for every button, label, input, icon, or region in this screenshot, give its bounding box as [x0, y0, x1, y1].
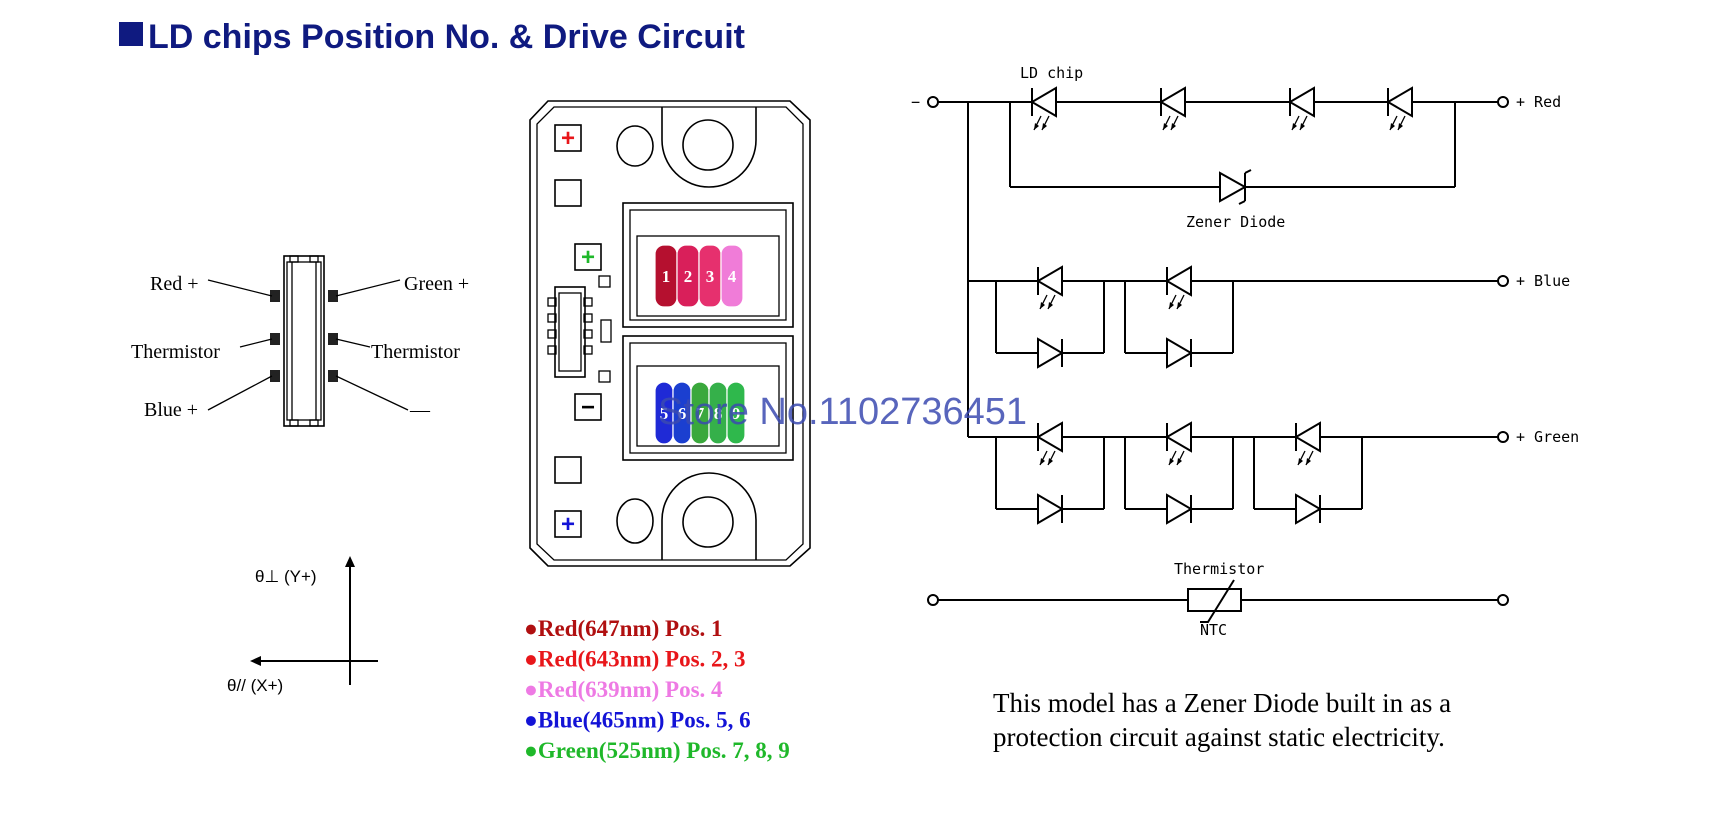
protection-diode-symbol: [1037, 493, 1064, 525]
ld-chip-number: 2: [684, 267, 693, 286]
label-red-plus: Red +: [150, 273, 199, 295]
title-bullet-square: [119, 22, 143, 46]
legend-item: ●Blue(465nm) Pos. 5, 6: [524, 708, 751, 733]
ld-chip-symbol: [1036, 421, 1063, 466]
ld-chip-4: 4: [720, 244, 744, 308]
green-terminal-label: + Green: [1516, 428, 1579, 446]
ld-chip-number: 9: [732, 404, 741, 423]
note-line-2: protection circuit against static electr…: [993, 722, 1445, 752]
minus-text: −: [581, 394, 595, 421]
side-view-package: [207, 255, 409, 427]
ld-chip-symbol: [1159, 86, 1186, 131]
ld-chip-symbol: [1386, 86, 1413, 131]
red-terminal-label: + Red: [1516, 93, 1561, 111]
ld-chip-7: 7: [690, 381, 710, 445]
thermistor-label: Thermistor: [1174, 560, 1264, 578]
label-blue-plus: Blue +: [144, 399, 198, 421]
ld-chip-1: 1: [654, 244, 678, 308]
plus-red-text: +: [561, 125, 575, 152]
wavelength-legend: ●Red(647nm) Pos. 1 ●Red(643nm) Pos. 2, 3 ●…: [524, 616, 790, 763]
protection-diode-symbol: [1166, 493, 1193, 525]
store-watermark: Store No.1102736451: [658, 391, 1027, 433]
label-thermistor-left: Thermistor: [131, 341, 220, 363]
ld-chip-symbol: [1165, 421, 1192, 466]
ld-chip-number: 6: [678, 404, 687, 423]
minus-terminal-label: −: [911, 93, 920, 111]
plus-mark-red: +: [554, 124, 582, 152]
protection-diode-symbol: [1295, 493, 1322, 525]
legend-item: ●Red(643nm) Pos. 2, 3: [524, 647, 746, 672]
ld-chip-number: 8: [714, 404, 723, 423]
legend-item: ●Green(525nm) Pos. 7, 8, 9: [524, 738, 790, 763]
ld-chip-2: 2: [676, 244, 700, 308]
ntc-label: NTC: [1200, 621, 1227, 639]
orientation-axes: [250, 556, 378, 685]
ld-chip-number: 5: [660, 404, 669, 423]
ld-chip-symbol: [1288, 86, 1315, 131]
plus-blue-text: +: [561, 511, 575, 538]
protection-diode-symbol: [1166, 337, 1193, 369]
ld-chip-9: 9: [726, 381, 746, 445]
ld-chip-number: 4: [728, 267, 737, 286]
ld-chip-symbol: [1165, 265, 1192, 310]
axis-y-label: θ⊥ (Y+): [255, 567, 317, 586]
label-green-plus: Green +: [404, 273, 469, 295]
zener-diode-label: Zener Diode: [1186, 213, 1285, 231]
blue-terminal-label: + Blue: [1516, 272, 1570, 290]
ld-chip-symbol: [1036, 265, 1063, 310]
zener-diode-symbol: [1219, 169, 1252, 205]
axis-x-label: θ// (X+): [227, 676, 283, 695]
note-line-1: This model has a Zener Diode built in as…: [993, 688, 1451, 718]
ntc-slash-line: [1200, 579, 1235, 623]
ld-chip-number: 7: [696, 404, 705, 423]
ld-chip-number: 1: [662, 267, 671, 286]
plus-mark-green: +: [574, 243, 602, 271]
label-thermistor-right: Thermistor: [371, 341, 460, 363]
label-minus-side: —: [409, 399, 431, 421]
top-view-package: [529, 100, 811, 567]
legend-item: ●Red(639nm) Pos. 4: [524, 677, 723, 702]
ld-chip-3: 3: [698, 244, 722, 308]
page-title: LD chips Position No. & Drive Circuit: [148, 18, 745, 56]
drive-circuit: [927, 86, 1509, 623]
protection-diode-symbol: [1037, 337, 1064, 369]
ld-chip-symbol: [1294, 421, 1321, 466]
minus-mark: −: [574, 393, 602, 421]
plus-mark-blue: +: [554, 510, 582, 538]
ld-chip-symbol: [1030, 86, 1057, 131]
plus-green-text: +: [581, 244, 595, 271]
ld-chip-number: 3: [706, 267, 715, 286]
legend-item: ●Red(647nm) Pos. 1: [524, 616, 723, 641]
ld-chip-label: LD chip: [1020, 64, 1083, 82]
